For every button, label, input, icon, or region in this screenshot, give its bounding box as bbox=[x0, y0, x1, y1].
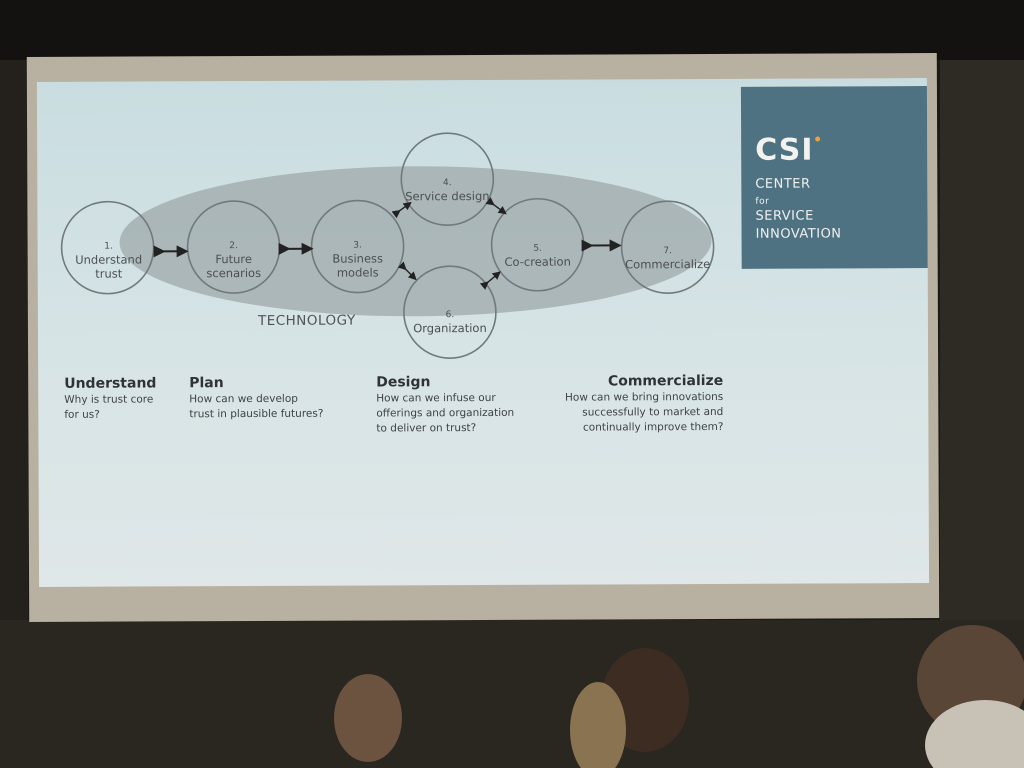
arrow-4-5 bbox=[485, 197, 507, 215]
arrow-3-6 bbox=[397, 261, 417, 281]
step-label-7: 7.Commercialize bbox=[625, 246, 711, 272]
step-label-6: 6.Organization bbox=[413, 310, 487, 336]
phase-question: Why is trust core for us? bbox=[64, 393, 154, 421]
phase-title: Design bbox=[376, 374, 431, 391]
phase-plan: Plan How can we develop trust in plausib… bbox=[189, 373, 369, 422]
technology-label: TECHNOLOGY bbox=[257, 312, 356, 329]
arrow-3-4 bbox=[391, 201, 412, 219]
csi-logo: CSI CENTER for SERVICE INNOVATION bbox=[740, 86, 929, 269]
logo-line-center: CENTER bbox=[755, 176, 811, 192]
step-circle-7 bbox=[403, 265, 497, 359]
audience-head-1 bbox=[334, 674, 402, 762]
phase-design: Design How can we infuse our offerings a… bbox=[376, 373, 556, 437]
projection-screen: 1.Understand trust 2.Future scenarios 3.… bbox=[26, 53, 940, 622]
process-diagram bbox=[60, 132, 715, 359]
slide: 1.Understand trust 2.Future scenarios 3.… bbox=[36, 78, 930, 587]
step-label-2: 2.Future scenarios bbox=[206, 241, 262, 281]
audience-head-5 bbox=[925, 700, 1024, 768]
step-label-4: 4.Service design bbox=[405, 178, 490, 204]
step-label-5: 5.Co-creation bbox=[504, 243, 571, 269]
step-label-1: 1.Understand trust bbox=[75, 241, 143, 281]
phase-commercialize: Commercialize How can we bring innovatio… bbox=[535, 372, 723, 436]
audience-head-3 bbox=[570, 682, 626, 768]
step-label-3: 3.Business models bbox=[332, 240, 384, 280]
logo-line-innovation: INNOVATION bbox=[755, 226, 842, 242]
logo-acronym: CSI bbox=[755, 132, 814, 168]
phase-title: Commercialize bbox=[607, 372, 724, 390]
step-circle-4 bbox=[400, 132, 495, 226]
phase-question: How can we infuse our offerings and orga… bbox=[376, 391, 515, 435]
logo-line-for: for bbox=[755, 196, 770, 207]
logo-line-service: SERVICE bbox=[755, 208, 814, 224]
logo-accent-dot bbox=[815, 136, 821, 142]
phase-question: How can we develop trust in plausible fu… bbox=[189, 392, 324, 421]
phase-understand: Understand Why is trust core for us? bbox=[64, 374, 204, 423]
arrow-6-5 bbox=[479, 271, 501, 290]
step-circle-6 bbox=[620, 200, 715, 294]
phase-question: How can we bring innovations successfull… bbox=[564, 390, 724, 434]
phase-title: Plan bbox=[189, 375, 224, 392]
phase-title: Understand bbox=[64, 375, 157, 392]
